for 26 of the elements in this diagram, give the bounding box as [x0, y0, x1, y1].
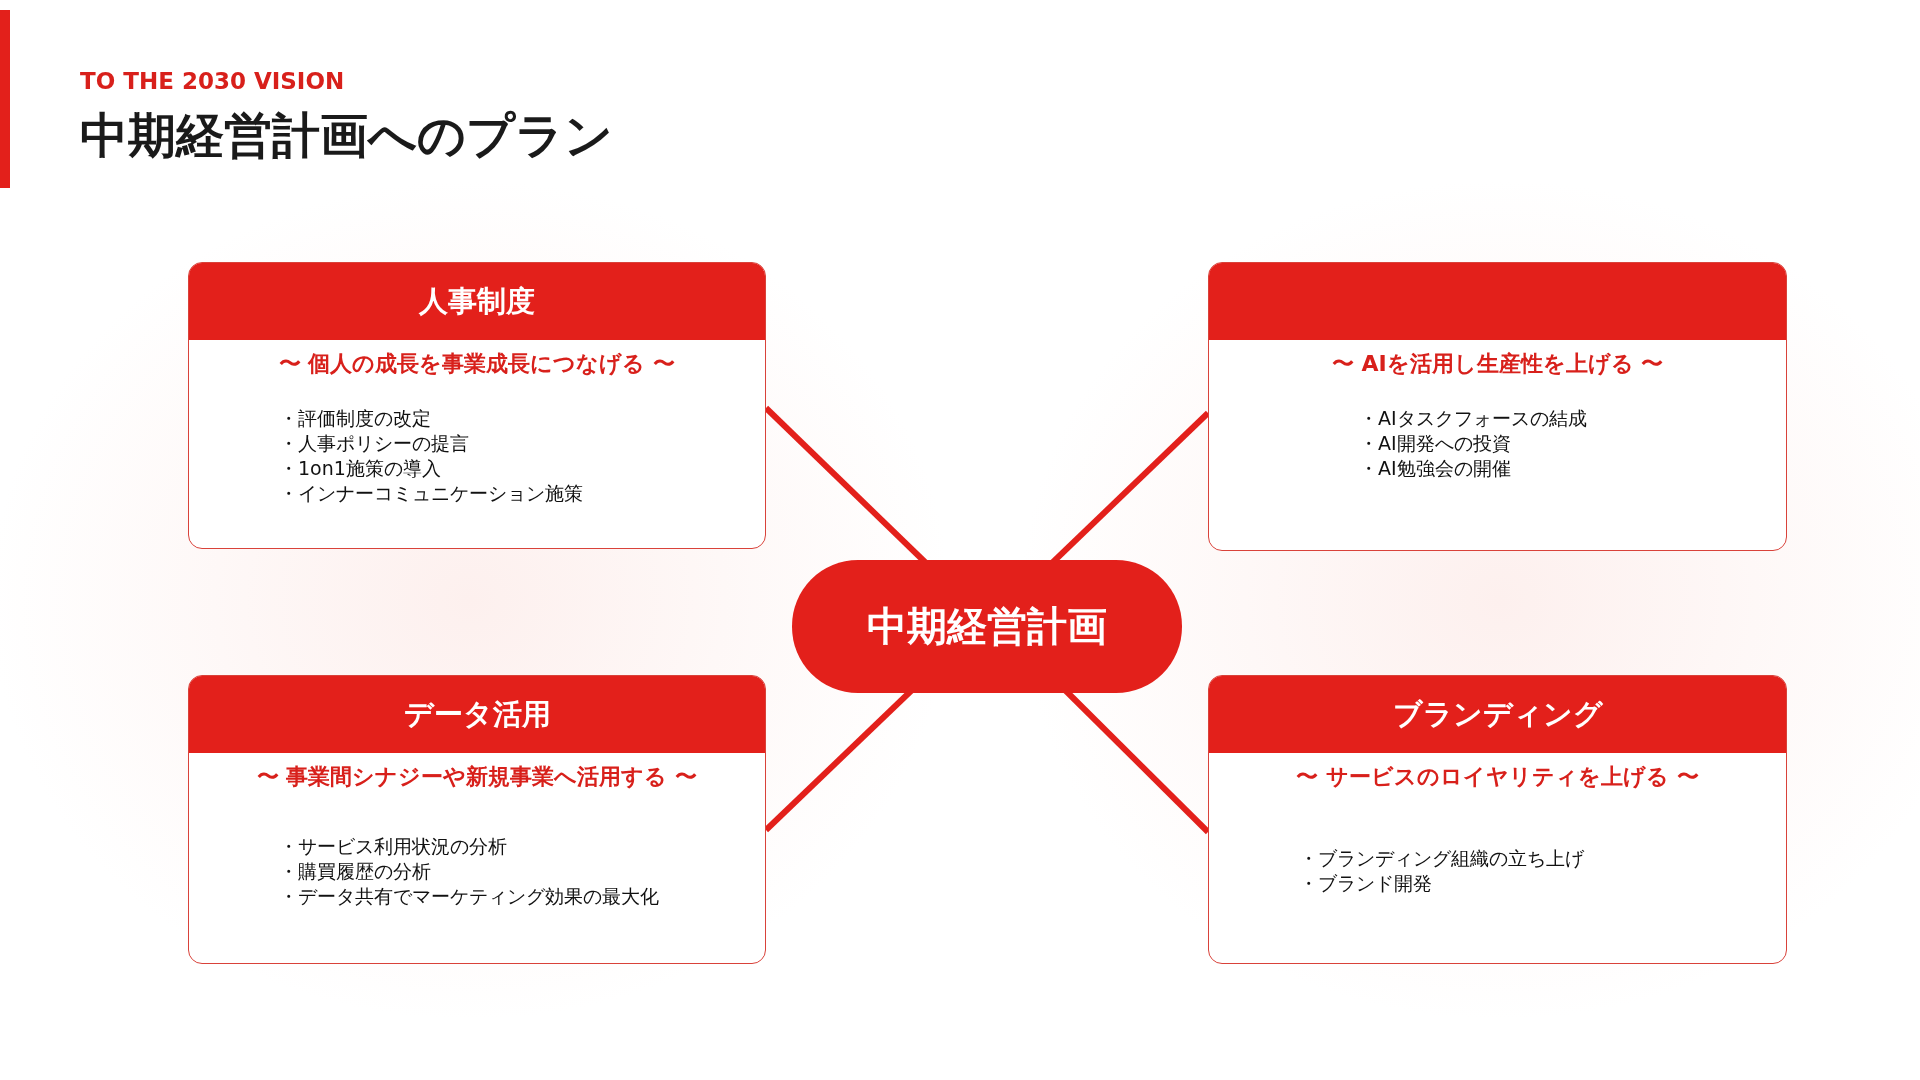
card-heading: 人事制度	[189, 263, 765, 340]
bullet-item: ・サービス利用状況の分析	[279, 834, 507, 859]
card-box	[1208, 675, 1787, 964]
bullet-item: ・インナーコミュニケーション施策	[279, 481, 583, 506]
bullet-item: ・AI勉強会の開催	[1359, 456, 1511, 481]
bullet-item: ・AI開発への投資	[1359, 431, 1511, 456]
card-heading: データ活用	[189, 676, 765, 753]
card-heading: ブランディング	[1209, 676, 1786, 753]
bullet-item: ・評価制度の改定	[279, 406, 431, 431]
card-subtitle: 〜 サービスのロイヤリティを上げる 〜	[1295, 763, 1700, 791]
bullet-item: ・1on1施策の導入	[279, 456, 441, 481]
center-pill: 中期経営計画	[792, 560, 1182, 693]
page-title: 中期経営計画へのプラン	[80, 106, 613, 165]
card-subtitle: 〜 AIを活用し生産性を上げる 〜	[1330, 350, 1665, 378]
kicker-text: TO THE 2030 VISION	[80, 68, 345, 94]
card-subtitle: 〜 事業間シナジーや新規事業へ活用する 〜	[255, 763, 699, 791]
card-box	[188, 262, 766, 549]
card-subtitle: 〜 個人の成長を事業成長につなげる 〜	[277, 350, 677, 378]
bullet-item: ・人事ポリシーの提言	[279, 431, 469, 456]
bullet-item: ・ブランディング組織の立ち上げ	[1299, 846, 1584, 871]
bullet-item: ・AIタスクフォースの結成	[1359, 406, 1587, 431]
bullet-item: ・購買履歴の分析	[279, 859, 431, 884]
bullet-item: ・ブランド開発	[1299, 871, 1432, 896]
card-box	[188, 675, 766, 964]
bullet-item: ・データ共有でマーケティング効果の最大化	[279, 884, 659, 909]
card-box	[1208, 262, 1787, 551]
